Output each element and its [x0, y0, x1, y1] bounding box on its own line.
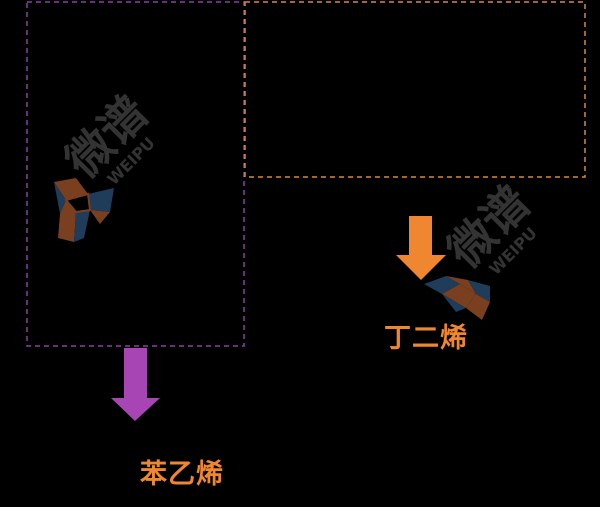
weipu-logo-icon: [54, 178, 114, 242]
styrene-dashed-box: [26, 1, 245, 347]
butadiene-dashed-box: [244, 1, 586, 178]
watermark-right: 微谱 WEIPU: [436, 175, 540, 279]
arrow-down-icon: [111, 348, 160, 421]
arrow-down-icon: [396, 216, 446, 280]
butadiene-label: 丁二烯: [384, 323, 468, 354]
styrene-label: 苯乙烯: [140, 459, 224, 490]
weipu-logo-icon: [424, 276, 490, 320]
